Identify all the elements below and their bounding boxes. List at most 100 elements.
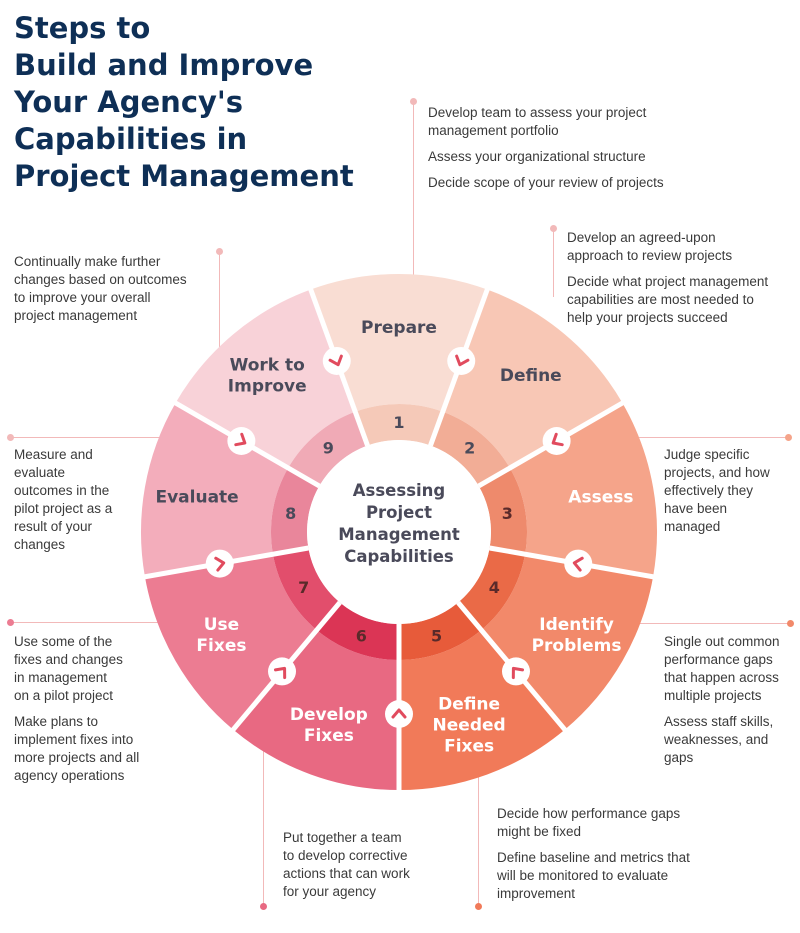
chevron-right-icon <box>328 354 343 367</box>
connector-line <box>10 622 160 623</box>
step-outer-segment-3 <box>509 403 657 577</box>
note-text: Decide what project management capabilit… <box>567 274 769 325</box>
step-label-3: Assess <box>568 487 633 507</box>
connector-line <box>553 227 554 297</box>
connector-line <box>219 250 220 355</box>
connector-dot <box>216 248 223 255</box>
step-outer-segment-6 <box>233 630 399 791</box>
note-text: Develop an agreed-upon approach to revie… <box>567 230 733 263</box>
step-number-4: 4 <box>489 578 500 597</box>
note-text: Single out common performance gaps that … <box>664 634 780 703</box>
step-label-1: Prepare <box>361 318 437 338</box>
connector-dot <box>550 225 557 232</box>
step-inner-segment-2 <box>430 411 510 486</box>
flow-arrow-badge <box>385 700 413 728</box>
step-outer-segment-4 <box>481 554 654 730</box>
flow-arrow-badge <box>227 427 256 455</box>
step-inner-segment-5 <box>399 602 482 660</box>
step-outer-segment-2 <box>442 289 623 468</box>
chevron-right-icon <box>391 708 407 719</box>
flow-arrow-badge <box>322 346 351 375</box>
flow-arrow-badge <box>542 427 571 455</box>
step-number-2: 2 <box>464 439 475 458</box>
note-text: Decide scope of your review of projects <box>428 175 664 190</box>
connector-line <box>478 770 479 905</box>
chevron-right-icon <box>328 354 343 367</box>
step-label-8: Evaluate <box>155 487 238 507</box>
step-inner-segment-7 <box>272 547 340 631</box>
step-inner-segment-4 <box>458 547 526 631</box>
connector-line <box>263 745 264 905</box>
connector-dot <box>7 434 14 441</box>
note-develop: Put together a team to develop correctiv… <box>283 829 463 909</box>
step-outer-segment-8 <box>141 403 289 577</box>
chevron-right-icon <box>214 556 226 572</box>
step-number-8: 8 <box>285 504 296 523</box>
note-text: Continually make further changes based o… <box>14 254 187 323</box>
step-inner-segment-6 <box>316 602 399 660</box>
connector-dot <box>260 903 267 910</box>
note-evaluate: Measure and evaluate outcomes in the pil… <box>14 446 154 562</box>
connector-line <box>632 437 788 438</box>
chevron-right-icon <box>551 432 564 447</box>
step-inner-segment-1 <box>355 404 443 446</box>
note-text: Judge specific projects, and how effecti… <box>664 447 770 534</box>
chevron-right-icon <box>572 556 584 572</box>
connector-dot <box>785 434 792 441</box>
chevron-right-icon <box>391 708 407 719</box>
step-label-2: Define <box>500 366 562 386</box>
connector-line <box>10 437 175 438</box>
chevron-right-icon <box>455 354 470 367</box>
flow-arrow-badge <box>501 657 530 686</box>
note-use: Use some of the fixes and changes in man… <box>14 633 164 793</box>
note-text: Assess staff skills, weaknesses, and gap… <box>664 714 774 765</box>
note-prepare: Develop team to assess your project mana… <box>428 104 728 200</box>
connector-line <box>640 623 790 624</box>
center-circle <box>307 440 491 624</box>
step-number-5: 5 <box>431 626 442 645</box>
note-text: Define baseline and metrics that will be… <box>497 850 690 901</box>
flow-arrow-badge <box>564 549 593 578</box>
chevron-right-icon <box>273 666 287 680</box>
step-number-7: 7 <box>298 578 309 597</box>
flow-arrow-badge <box>268 657 297 686</box>
note-text: Develop team to assess your project mana… <box>428 105 647 138</box>
step-number-1: 1 <box>393 413 404 432</box>
step-inner-segment-8 <box>271 468 320 555</box>
step-number-9: 9 <box>323 439 334 458</box>
chevron-right-icon <box>511 666 525 680</box>
step-number-3: 3 <box>502 504 513 523</box>
step-outer-segment-5 <box>399 630 565 790</box>
note-text: Make plans to implement fixes into more … <box>14 714 140 783</box>
note-text: Put together a team to develop correctiv… <box>283 830 410 899</box>
note-improve: Continually make further changes based o… <box>14 253 224 333</box>
note-define-fixes: Decide how performance gaps might be fix… <box>497 805 737 911</box>
note-text: Measure and evaluate outcomes in the pil… <box>14 447 113 552</box>
note-assess: Judge specific projects, and how effecti… <box>664 446 794 544</box>
connector-dot <box>7 619 14 626</box>
note-text: Use some of the fixes and changes in man… <box>14 634 123 703</box>
note-identify: Single out common performance gaps that … <box>664 633 798 775</box>
chevron-right-icon <box>572 556 584 572</box>
step-inner-segment-9 <box>288 411 368 486</box>
step-outer-segment-9 <box>175 289 356 468</box>
connector-dot <box>787 620 794 627</box>
chevron-right-icon <box>511 666 525 680</box>
flow-arrow-badge <box>447 346 476 375</box>
note-define: Develop an agreed-upon approach to revie… <box>567 229 797 335</box>
connector-dot <box>410 98 417 105</box>
chevron-right-icon <box>551 432 564 447</box>
step-outer-segment-7 <box>144 554 317 730</box>
step-outer-segment-1 <box>310 274 488 412</box>
step-number-6: 6 <box>356 626 367 645</box>
step-inner-segment-3 <box>478 468 528 555</box>
page-title: Steps to Build and Improve Your Agency's… <box>14 11 354 193</box>
connector-dot <box>475 903 482 910</box>
chevron-right-icon <box>214 556 226 572</box>
